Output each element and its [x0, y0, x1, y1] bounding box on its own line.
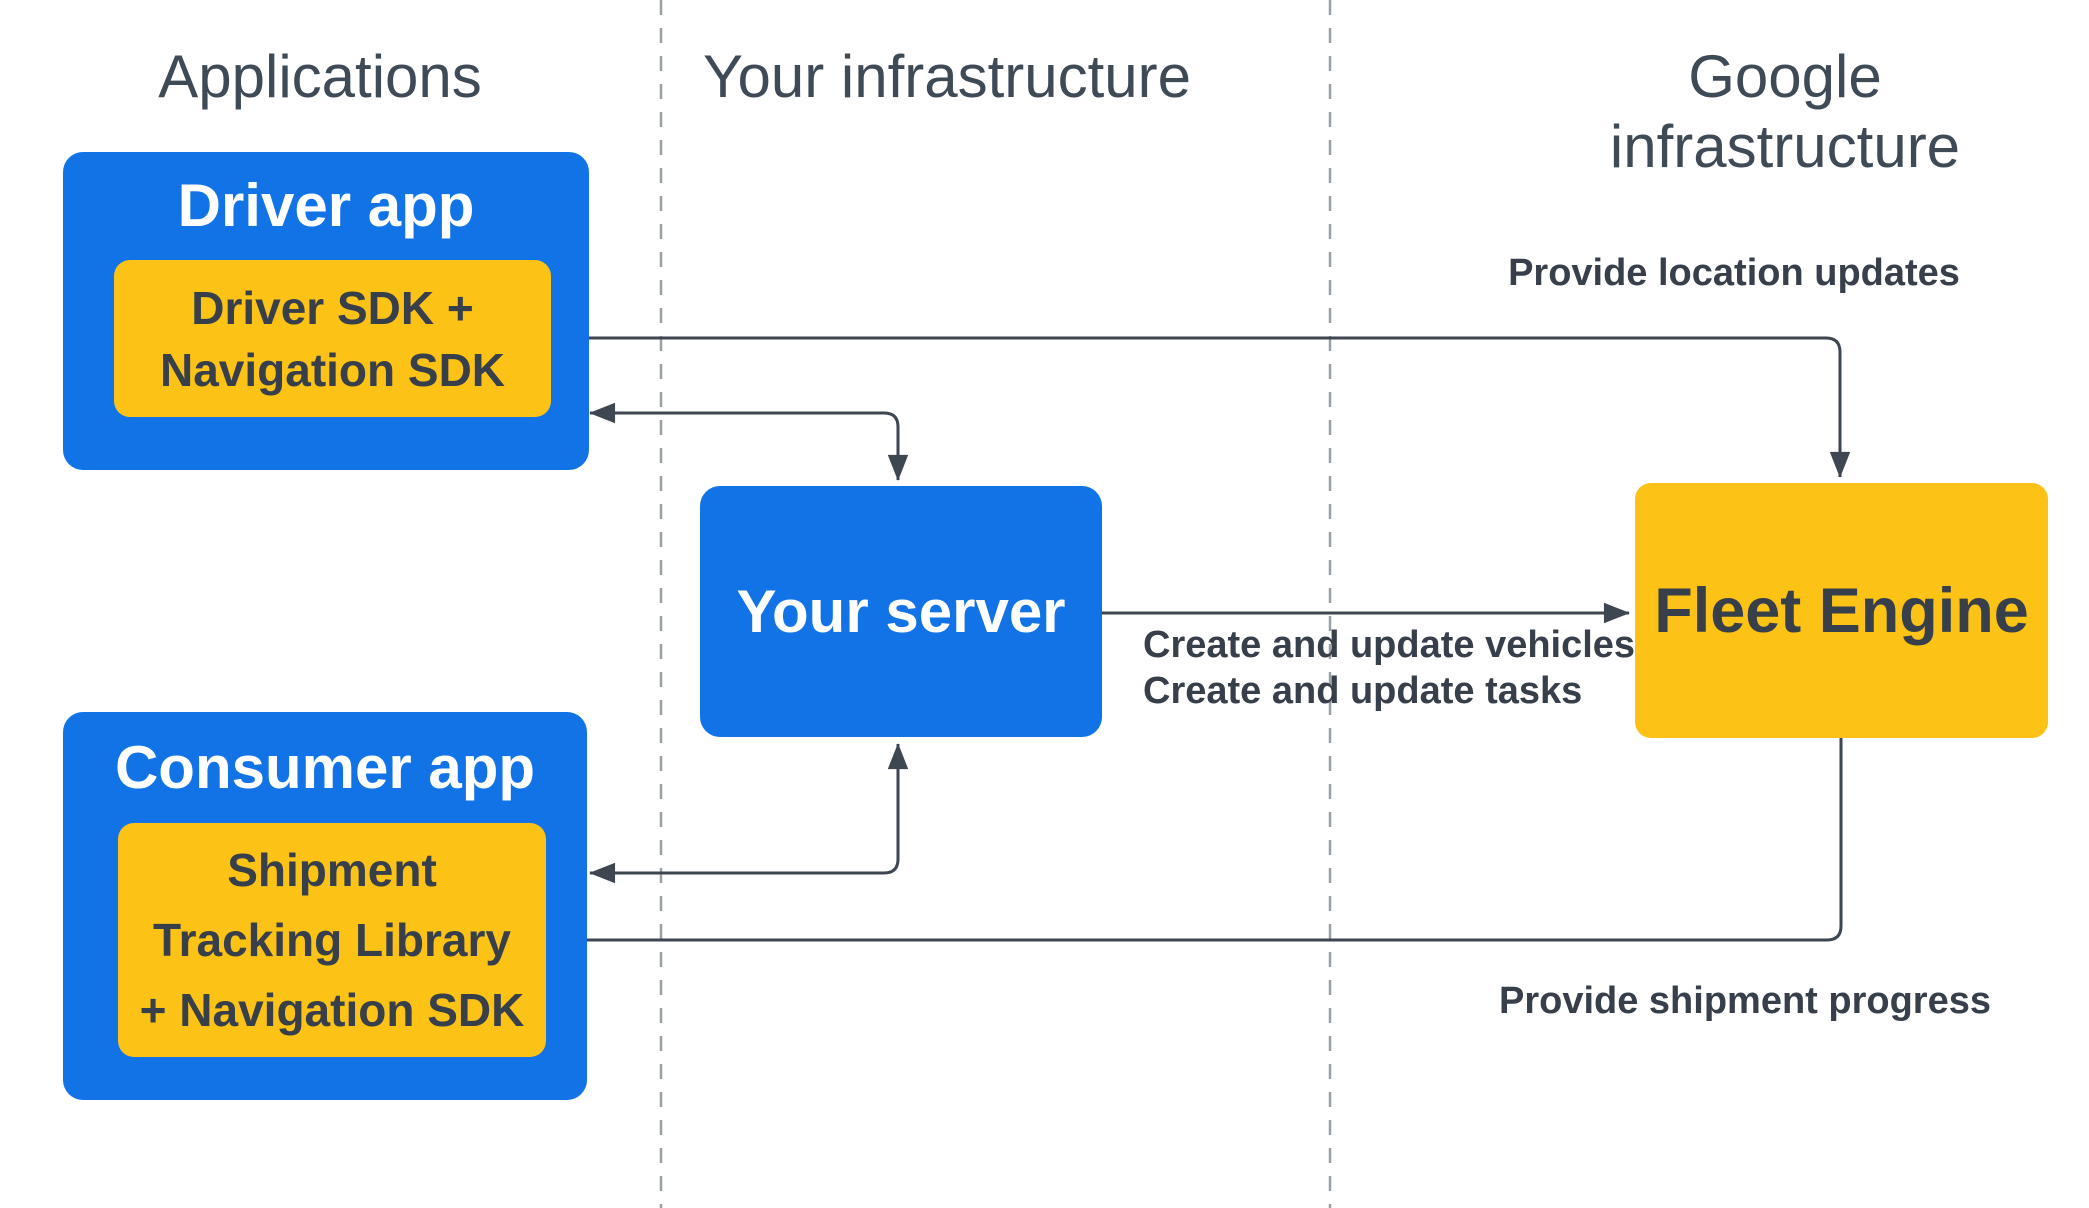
- shipment-library-line1: Shipment: [227, 844, 437, 896]
- your-server-node: Your server: [700, 486, 1102, 737]
- edge-label-create-tasks: Create and update tasks: [1143, 670, 1583, 712]
- driver-sdk-navigation-sdk-node: Driver SDK + Navigation SDK: [114, 260, 551, 417]
- consumer-app-title: Consumer app: [114, 734, 536, 801]
- driver-sdk-line2: Navigation SDK: [159, 343, 506, 396]
- driver-sdk-line1: Driver SDK +: [191, 281, 474, 334]
- connector-driver-app-your-server: [589, 402, 909, 481]
- your-server-title: Your server: [736, 578, 1066, 645]
- fleet-engine-node: Fleet Engine: [1635, 483, 2048, 738]
- driver-app-node: Driver app Driver SDK + Navigation SDK: [63, 152, 589, 470]
- column-header-your-infrastructure: Your infrastructure: [702, 43, 1192, 110]
- connector-consumer-app-your-server: [589, 743, 909, 884]
- shipment-library-line2: Tracking Library: [153, 914, 511, 966]
- edge-label-provide-location-updates: Provide location updates: [1508, 252, 1960, 294]
- fleet-engine-title: Fleet Engine: [1654, 575, 2029, 646]
- edge-label-provide-shipment-progress: Provide shipment progress: [1498, 980, 1991, 1022]
- consumer-app-node: Consumer app Shipment Tracking Library +…: [63, 712, 587, 1100]
- edge-label-create-and-update: Create and update vehicles Create and up…: [1143, 622, 1723, 714]
- column-header-applications: Applications: [158, 43, 482, 110]
- connector-shipment-progress-fleet-engine-consumer-app: [552, 738, 1843, 951]
- edge-label-create-vehicles: Create and update vehicles: [1143, 624, 1636, 666]
- shipment-tracking-library-node: Shipment Tracking Library + Navigation S…: [118, 823, 546, 1057]
- driver-app-title: Driver app: [177, 172, 475, 239]
- shipment-library-line3: + Navigation SDK: [139, 984, 525, 1036]
- column-header-google-infrastructure: Google infrastructure: [1609, 43, 1961, 180]
- connector-location-updates-driver-sdk-fleet-engine: [553, 327, 1851, 478]
